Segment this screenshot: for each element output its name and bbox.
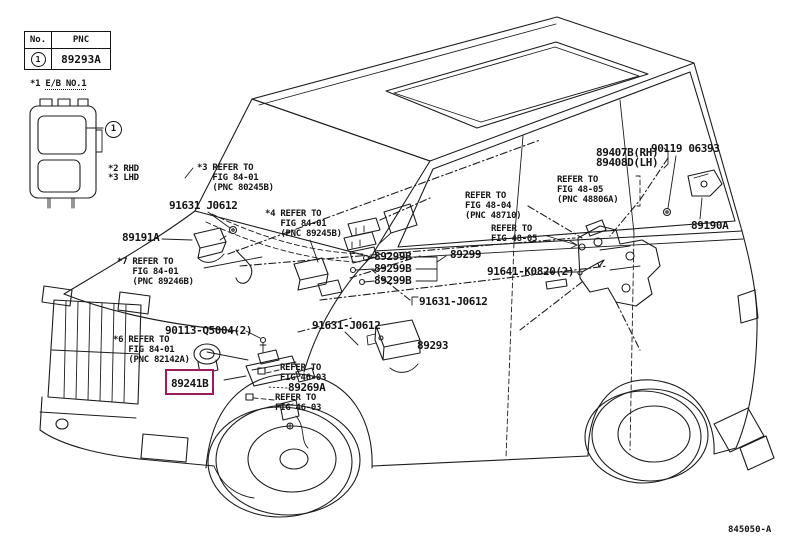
highlighted-part-89241b[interactable]: 89241B bbox=[165, 369, 215, 395]
callout-1[interactable]: 1 bbox=[105, 121, 122, 138]
footnote-eb-link[interactable]: E/B NO.1 bbox=[45, 79, 87, 90]
part-label-89190a[interactable]: 89190A bbox=[691, 219, 729, 232]
part-label-89269a[interactable]: 89269A bbox=[288, 381, 326, 394]
footnote-eb: *1 E/B NO.1 bbox=[30, 79, 87, 90]
pnc-table-header: No. PNC bbox=[24, 31, 111, 49]
refer-note-8401-center: *4 REFER TO FIG 84-01 (PNC 89245B) bbox=[265, 209, 342, 239]
part-label-91631-j0612-a[interactable]: 91631 J0612 bbox=[169, 199, 238, 212]
part-label-89299b-2[interactable]: 89299B bbox=[374, 262, 412, 275]
part-label-91631-j0612-c[interactable]: 91631-J0612 bbox=[312, 319, 381, 332]
refer-note-4603-b: REFER TO FIG 46-03 bbox=[275, 393, 322, 413]
part-label-91641-k0820[interactable]: 91641-K0820(2) bbox=[487, 265, 575, 278]
part-label-89299[interactable]: 89299 bbox=[450, 248, 482, 261]
part-label-90113-q5004[interactable]: 90113-Q5004(2) bbox=[165, 324, 253, 337]
refer-note-8401-left: *7 REFER TO FIG 84-01 (PNC 89246B) bbox=[117, 257, 194, 287]
component-glyphs bbox=[193, 169, 723, 449]
footnote-lhd: *3 LHD bbox=[108, 173, 139, 183]
part-label-89407b[interactable]: 89407B(RH) bbox=[596, 146, 659, 159]
leader-lines bbox=[161, 147, 703, 401]
pnc-table: No. PNC 1 89293A bbox=[24, 31, 111, 70]
footnote-rhd: *2 RHD bbox=[108, 164, 139, 174]
col-pnc: PNC bbox=[51, 31, 111, 49]
pnc-row-callout[interactable]: 1 bbox=[24, 48, 52, 70]
part-label-89241b: 89241B bbox=[171, 377, 209, 390]
part-label-89299b-1[interactable]: 89299B bbox=[374, 250, 412, 263]
rear-wheel bbox=[584, 388, 709, 484]
part-label-89191a[interactable]: 89191A bbox=[122, 231, 160, 244]
part-label-89293[interactable]: 89293 bbox=[417, 339, 449, 352]
construction-lines bbox=[227, 139, 669, 351]
part-label-89408d[interactable]: 89408D(LH) bbox=[596, 156, 659, 169]
pnc-row[interactable]: 1 89293A bbox=[24, 48, 111, 70]
part-label-89299b-3[interactable]: 89299B bbox=[374, 274, 412, 287]
col-no: No. bbox=[24, 31, 52, 49]
footnote-eb-prefix: *1 bbox=[30, 79, 46, 89]
refer-note-4805-a: REFER TO FIG 48-05 (PNC 48806A) bbox=[557, 175, 619, 205]
part-label-90119-06393[interactable]: 90119 06393 bbox=[651, 142, 720, 155]
refer-note-4805-b: REFER TO FIG 48-05 bbox=[491, 224, 538, 244]
part-label-91631-j0612-b[interactable]: 91631-J0612 bbox=[419, 295, 488, 308]
relay-box-inset bbox=[29, 98, 104, 209]
refer-note-4603-a: REFER TO FIG 46-03 bbox=[280, 363, 327, 383]
sheet-code: 845050-A bbox=[728, 525, 772, 535]
vehicle-body bbox=[39, 16, 775, 499]
refer-note-8401-top: *3 REFER TO FIG 84-01 (PNC 80245B) bbox=[197, 163, 274, 193]
callout-1-icon: 1 bbox=[30, 51, 46, 67]
refer-note-4804: REFER TO FIG 48-04 (PNC 48710) bbox=[465, 191, 522, 221]
front-wheel bbox=[207, 404, 361, 518]
pnc-row-number[interactable]: 89293A bbox=[51, 48, 111, 70]
refer-note-8401-lower: *6 REFER TO FIG 84-01 (PNC 82142A) bbox=[113, 335, 190, 365]
